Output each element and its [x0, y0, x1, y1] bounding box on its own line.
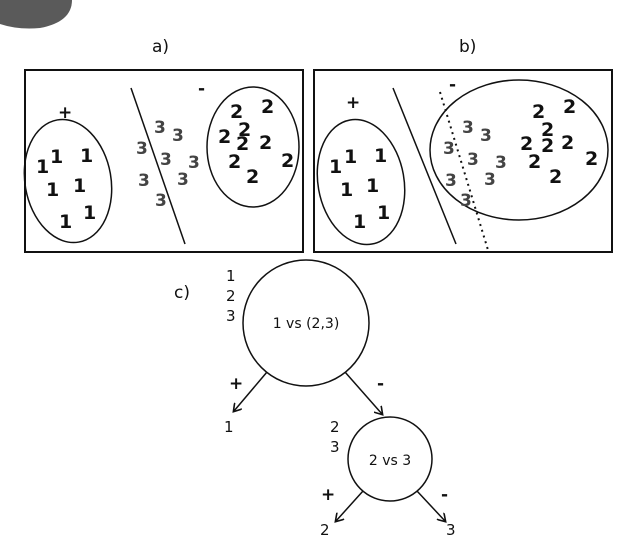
panel-a-minus-sign: - — [198, 79, 205, 99]
panel-b-three: 3 — [462, 118, 474, 138]
panel-b-plus-sign: + — [346, 93, 360, 113]
panel-b-two: 2 — [561, 132, 574, 154]
panel-b-two: 2 — [541, 119, 554, 141]
panel-a-twos-ellipse — [206, 86, 300, 208]
panel-b-two: 2 — [585, 148, 598, 170]
child-left-leaf-label: 2 — [320, 521, 330, 539]
root-right-sign: - — [377, 374, 384, 394]
panel-a-two: 2 — [259, 132, 272, 154]
panel-a-three: 3 — [154, 118, 166, 138]
panel-a-three: 3 — [160, 150, 172, 170]
root-left-edge — [234, 371, 268, 411]
child-node — [347, 416, 433, 502]
child-stack-item: 3 — [330, 438, 340, 456]
panel-a-two: 2 — [236, 133, 249, 155]
child-node-label: 2 vs 3 — [369, 453, 411, 469]
panel-a-label: a) — [152, 37, 169, 57]
panel-a-three: 3 — [188, 153, 200, 173]
panel-b-three: 3 — [443, 139, 455, 159]
panel-a-two: 2 — [281, 150, 294, 172]
panel-a-three: 3 — [177, 170, 189, 190]
panel-a-three: 3 — [136, 139, 148, 159]
child-left-sign: + — [321, 485, 335, 505]
panel-a-plus-sign: + — [58, 103, 72, 123]
panel-a-two: 2 — [218, 126, 231, 148]
child-right-sign: - — [441, 485, 448, 505]
child-stack-item: 2 — [330, 418, 340, 436]
child-right-leaf-label: 3 — [446, 521, 456, 539]
panel-b-two: 2 — [532, 101, 545, 123]
root-stack-item: 2 — [226, 287, 236, 305]
panel-b-one: 1 — [329, 156, 342, 178]
panel-b-label: b) — [459, 37, 476, 57]
panel-a-two: 2 — [246, 166, 259, 188]
panel-b-three: 3 — [460, 191, 472, 211]
root-left-sign: + — [229, 374, 243, 394]
panel-a-one: 1 — [73, 175, 86, 197]
panel-a-three: 3 — [172, 126, 184, 146]
root-right-edge — [344, 371, 382, 414]
panel-a-two: 2 — [230, 101, 243, 123]
panel-b-one: 1 — [353, 211, 366, 233]
panel-b-three: 3 — [445, 171, 457, 191]
panel-a-three: 3 — [155, 191, 167, 211]
panel-b-two: 2 — [520, 133, 533, 155]
panel-a-two: 2 — [261, 96, 274, 118]
panel-c-label: c) — [174, 283, 190, 303]
panel-b-one: 1 — [344, 146, 357, 168]
panel-b-three: 3 — [495, 153, 507, 173]
root-node — [242, 259, 370, 387]
panel-b-three: 3 — [484, 170, 496, 190]
panel-a-one: 1 — [50, 146, 63, 168]
panel-b-minus-sign: - — [449, 75, 456, 95]
panel-b-one: 1 — [377, 202, 390, 224]
panel-b-two: 2 — [528, 151, 541, 173]
left-leaf-label: 1 — [224, 418, 234, 436]
panel-a-boundary-line — [130, 87, 186, 245]
panel-b-three: 3 — [467, 150, 479, 170]
root-stack-item: 1 — [226, 267, 236, 285]
panel-b-frame — [313, 69, 613, 253]
panel-b-three: 3 — [480, 126, 492, 146]
panel-b-one: 1 — [366, 175, 379, 197]
panel-a-one: 1 — [83, 202, 96, 224]
panel-a-one: 1 — [80, 145, 93, 167]
panel-b-rest-ellipse — [429, 79, 609, 221]
corner-decoration — [0, 0, 72, 29]
panel-a-three: 3 — [138, 171, 150, 191]
panel-b-boundary-line — [392, 87, 457, 245]
child-left-edge — [336, 490, 364, 521]
panel-b-one: 1 — [340, 179, 353, 201]
panel-b-ones-ellipse — [316, 118, 406, 246]
panel-a-one: 1 — [59, 211, 72, 233]
panel-b-two: 2 — [563, 96, 576, 118]
panel-a-two: 2 — [238, 119, 251, 141]
root-node-label: 1 vs (2,3) — [273, 316, 340, 332]
child-right-edge — [416, 490, 445, 521]
panel-b-two: 2 — [549, 166, 562, 188]
panel-a-ones-ellipse — [23, 118, 113, 244]
panel-a-one: 1 — [46, 179, 59, 201]
panel-b-one: 1 — [374, 145, 387, 167]
root-stack-item: 3 — [226, 307, 236, 325]
panel-b-two: 2 — [541, 135, 554, 157]
panel-a-two: 2 — [228, 151, 241, 173]
panel-a-one: 1 — [36, 156, 49, 178]
